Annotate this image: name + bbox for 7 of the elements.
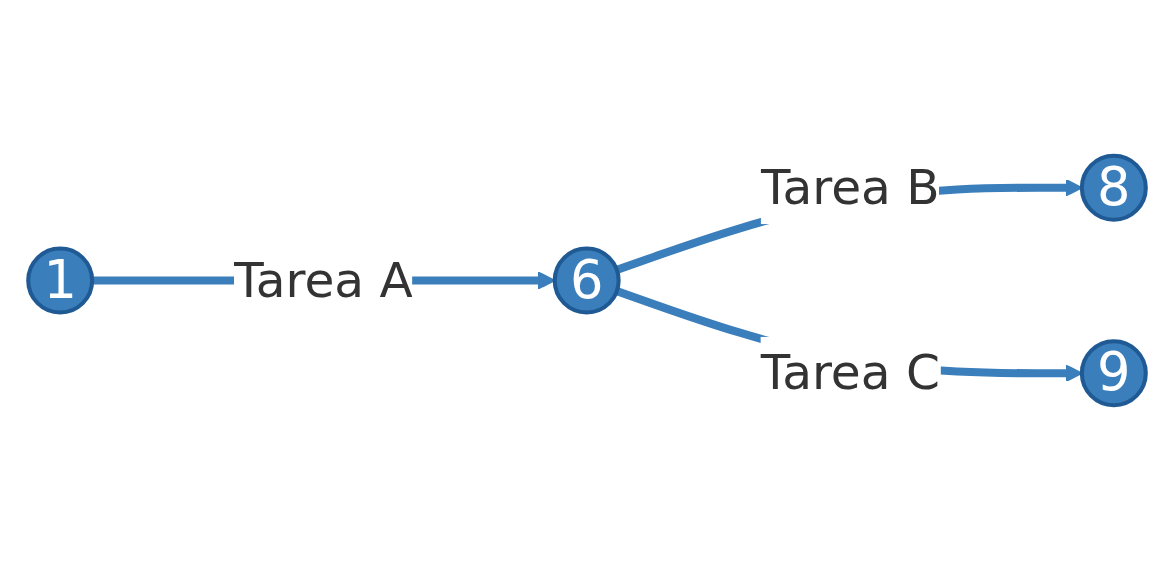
edge-label: Tarea A bbox=[233, 252, 413, 309]
node-circle: 8 bbox=[1079, 153, 1148, 222]
edge-label: Tarea C bbox=[760, 344, 941, 402]
node-circle: 1 bbox=[26, 246, 95, 315]
node-circle: 6 bbox=[552, 246, 621, 315]
node-circle: 9 bbox=[1079, 339, 1148, 408]
edge-label: Tarea B bbox=[760, 159, 940, 217]
